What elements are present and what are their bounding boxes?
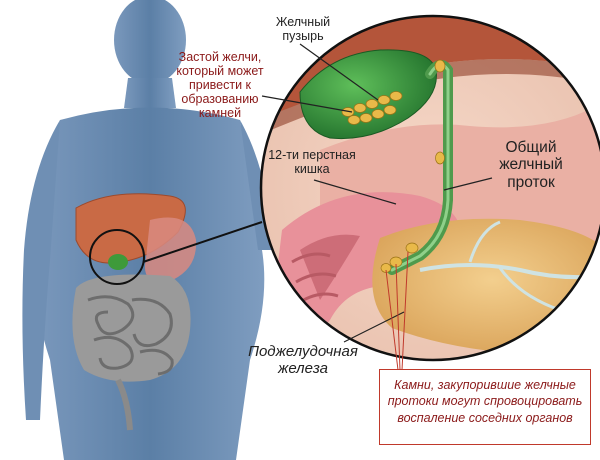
duct-stones bbox=[380, 59, 446, 273]
small-gallbladder-shape bbox=[108, 254, 128, 270]
stones-callout-line: Камни, закупорившие желчные bbox=[394, 378, 576, 392]
pancreas-label: Поджелудочная железа bbox=[248, 343, 358, 377]
small-zoom-marker bbox=[89, 229, 145, 285]
zoom-connector-line bbox=[142, 221, 263, 263]
stomach-shape bbox=[144, 217, 197, 283]
intestines-shape bbox=[72, 274, 191, 431]
gallbladder-stones bbox=[341, 91, 403, 125]
stones-callout-line: воспаление соседних органов bbox=[397, 410, 573, 425]
stone-pointer-lines bbox=[385, 251, 409, 371]
duodenum-label: 12-ти перстная кишка bbox=[268, 148, 356, 176]
pointer-lines bbox=[261, 43, 493, 343]
bile-stasis-label: Застой желчи, который может привести к о… bbox=[176, 50, 264, 120]
stones-callout-box: Камни, закупорившие желчные протоки могу… bbox=[379, 369, 591, 445]
common-bile-duct-label: Общий желчный проток bbox=[499, 139, 563, 191]
stones-callout-line: протоки могут спровоцировать bbox=[387, 394, 583, 409]
gallbladder-label: Желчный пузырь bbox=[275, 15, 331, 43]
gallbladder-shape bbox=[299, 49, 437, 140]
